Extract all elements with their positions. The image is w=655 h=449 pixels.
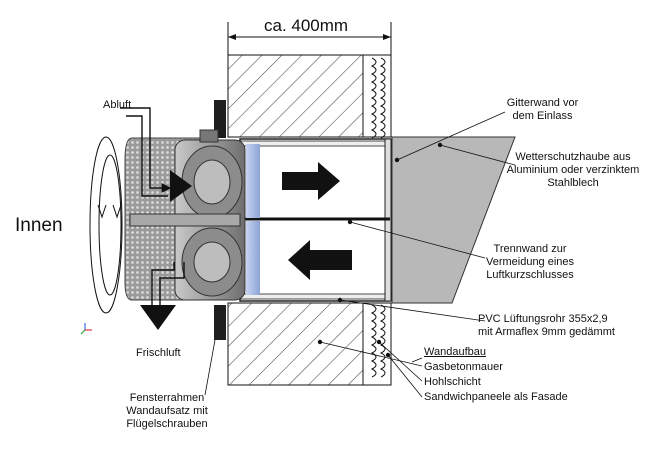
leader-lines: [204, 111, 516, 398]
frischluft-label: Frischluft: [136, 347, 181, 359]
pipe-inner-top: [246, 144, 260, 218]
wandaufbau-heading: Wandaufbau: [424, 346, 486, 358]
weather-hood: [391, 136, 516, 304]
arrow-out: [282, 162, 340, 200]
arrow-in: [288, 240, 352, 280]
trennwand-label: Trennwand zur Vermeidung eines Luftkurzs…: [485, 243, 575, 281]
wetterschutz-label: Wetterschutzhaube aus Aluminium oder ver…: [506, 151, 640, 189]
frischluft-arrowhead: [140, 305, 176, 330]
dimension-label: ca. 400mm: [264, 16, 349, 35]
window-frame-bottom: [214, 305, 226, 340]
window-frame-top: [214, 100, 226, 138]
sandwich-label: Sandwichpaneele als Fasade: [424, 391, 568, 403]
gasbeton-label: Gasbetonmauer: [424, 361, 503, 373]
abluft-label: Abluft: [103, 99, 132, 111]
abluft-flow: [120, 107, 172, 197]
wall-lower: [227, 302, 392, 386]
axis-indicator-icon: [80, 323, 92, 335]
pvc-label: PVC Lüftungsrohr 355x2,9 mit Armaflex 9m…: [478, 313, 615, 338]
innen-label: Innen: [15, 215, 63, 236]
gitterwand-label: Gitterwand vor dem Einlass: [506, 97, 579, 122]
fan-unit: [124, 129, 246, 301]
sandwich-panel: [370, 57, 386, 378]
pipe-inner-bottom: [246, 221, 260, 295]
hohlschicht-label: Hohlschicht: [424, 376, 481, 388]
abluft-arrowhead: [170, 170, 192, 202]
fensterrahmen-label: Fensterrahmen Wandaufsatz mit Flügelschr…: [126, 392, 208, 430]
circulation-swirl: [89, 136, 123, 314]
frischluft-flow: [151, 262, 185, 305]
dimension-line: [227, 22, 392, 60]
wall-upper: [227, 54, 392, 138]
